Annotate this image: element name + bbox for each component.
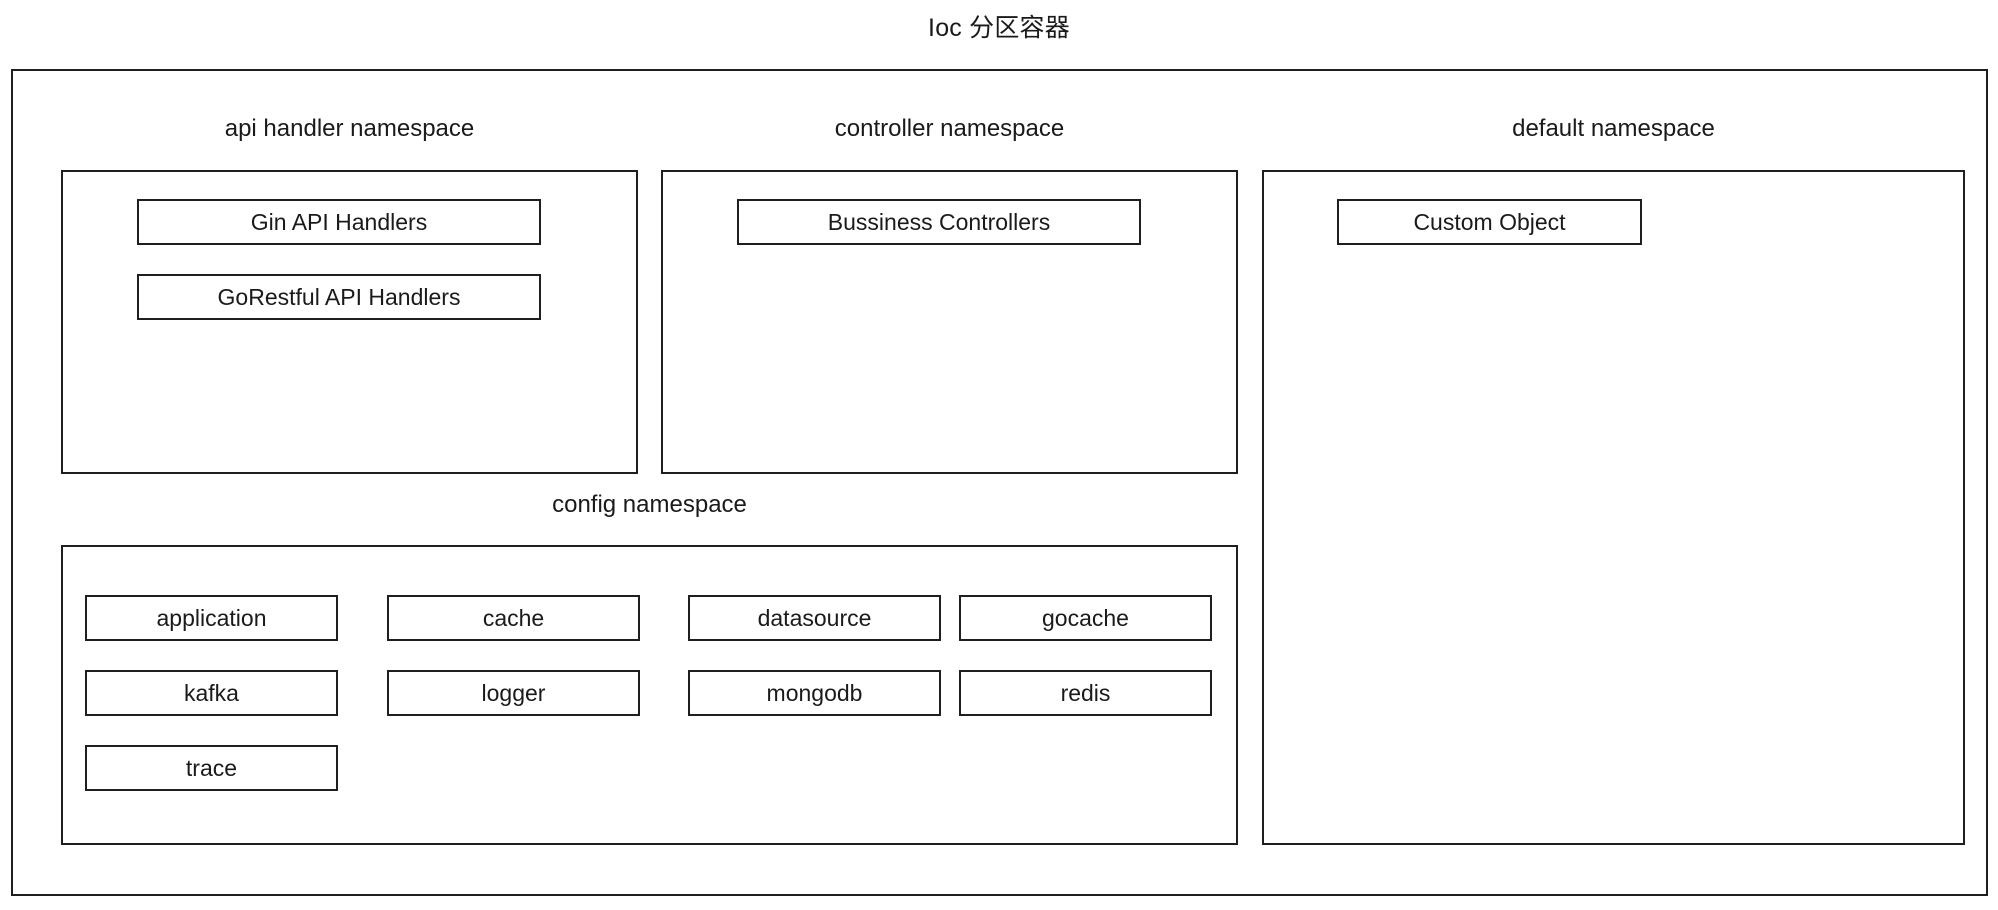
- namespace-box-default: [1262, 170, 1965, 845]
- namespace-label-api-handler: api handler namespace: [224, 115, 475, 142]
- namespace-label-controller: controller namespace: [834, 115, 1065, 142]
- component-gin-api-handlers[interactable]: Gin API Handlers: [137, 199, 541, 245]
- component-kafka[interactable]: kafka: [85, 670, 338, 716]
- namespace-label-config: config namespace: [552, 491, 747, 518]
- component-mongodb[interactable]: mongodb: [688, 670, 941, 716]
- component-custom-object[interactable]: Custom Object: [1337, 199, 1642, 245]
- component-trace[interactable]: trace: [85, 745, 338, 791]
- component-gorestful-api-handlers[interactable]: GoRestful API Handlers: [137, 274, 541, 320]
- component-logger[interactable]: logger: [387, 670, 640, 716]
- namespace-label-default: default namespace: [1512, 115, 1715, 142]
- component-gocache[interactable]: gocache: [959, 595, 1212, 641]
- component-application[interactable]: application: [85, 595, 338, 641]
- component-bussiness-controllers[interactable]: Bussiness Controllers: [737, 199, 1141, 245]
- component-datasource[interactable]: datasource: [688, 595, 941, 641]
- component-redis[interactable]: redis: [959, 670, 1212, 716]
- diagram-title: Ioc 分区容器: [928, 14, 1070, 42]
- component-cache[interactable]: cache: [387, 595, 640, 641]
